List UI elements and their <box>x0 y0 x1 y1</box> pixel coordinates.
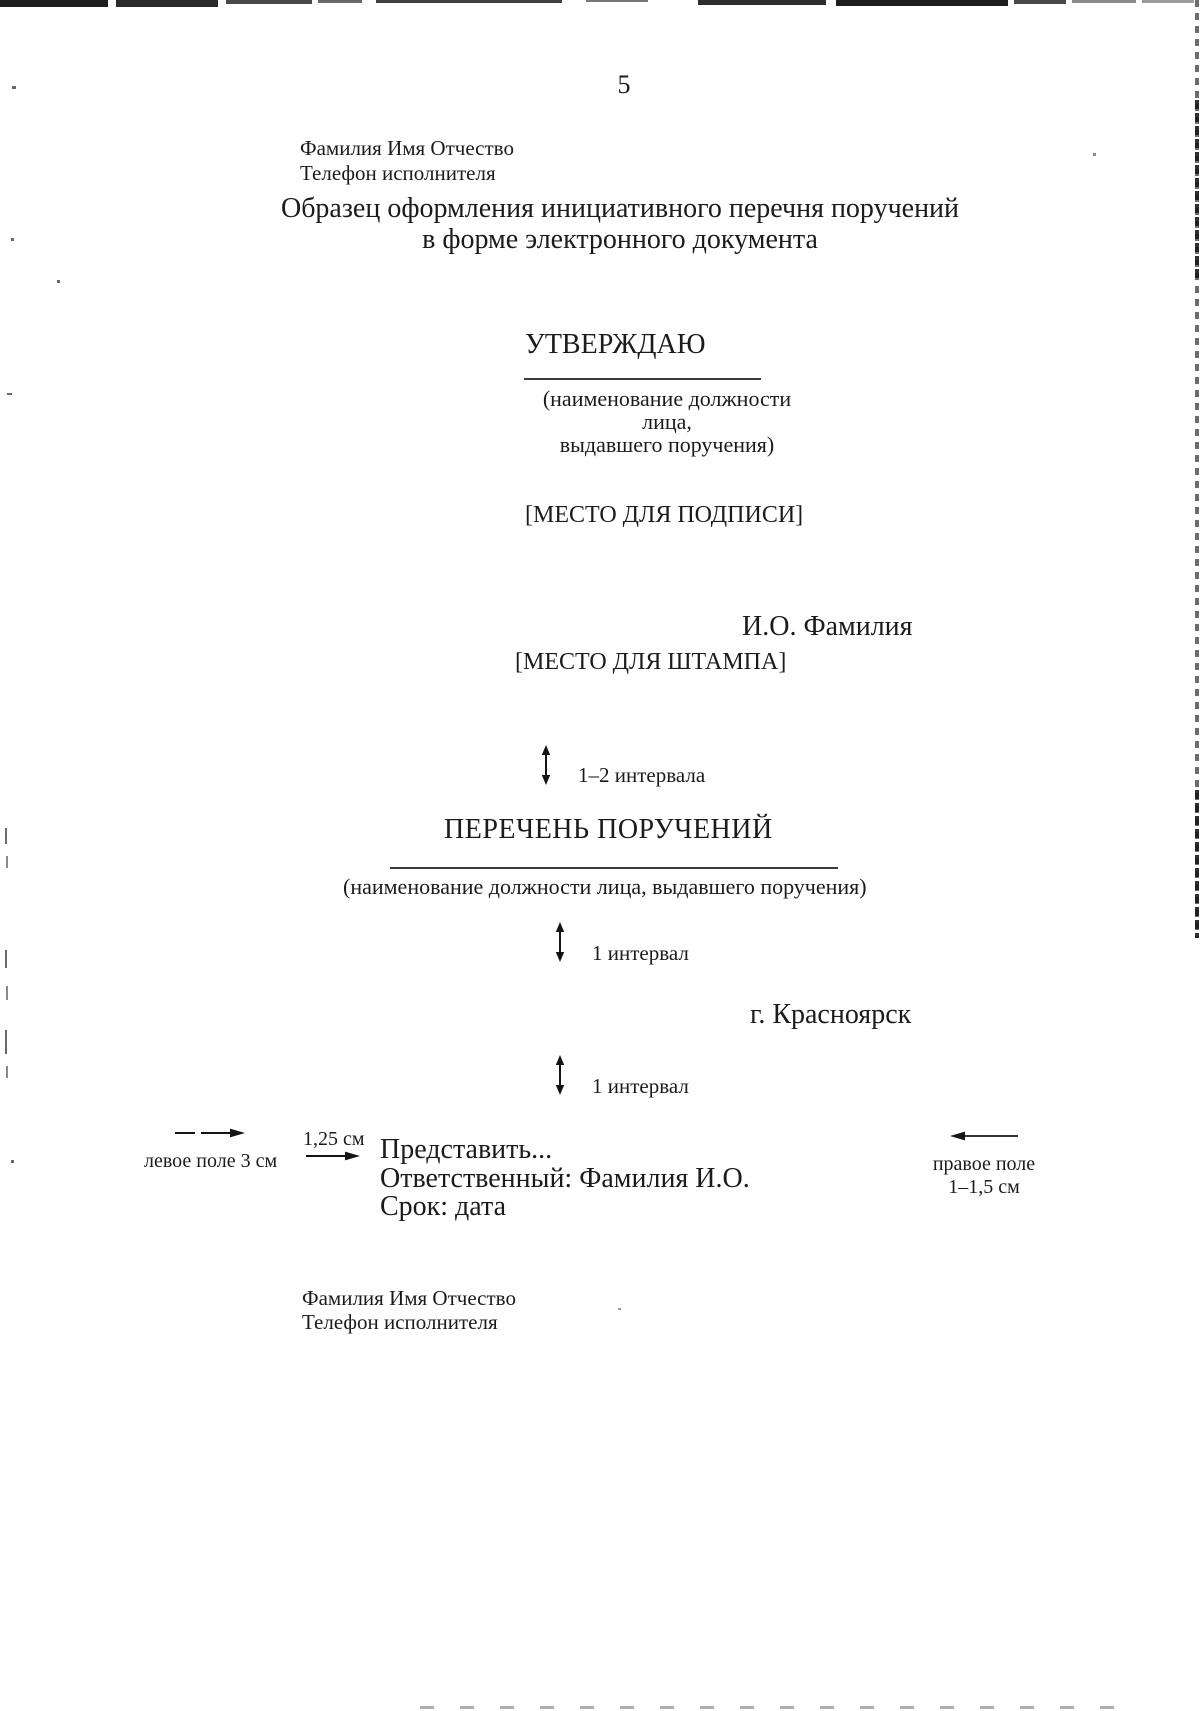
right-margin-arrow-icon <box>950 1131 1018 1141</box>
city-name: г. Красноярск <box>750 999 912 1030</box>
paragraph-indent-label: 1,25 см <box>303 1128 365 1150</box>
orders-list-caption: (наименование должности лица, выдавшего … <box>343 874 867 899</box>
executor-phone: Телефон исполнителя <box>300 161 496 185</box>
order-text-line2: Ответственный: Фамилия И.О. <box>380 1162 750 1194</box>
order-text-block: Представить... Ответственный: Фамилия И.… <box>380 1134 750 1222</box>
scan-artifact-right-edge-dense-2 <box>1195 790 1199 938</box>
approval-caption-line1: (наименование должности лица, <box>542 386 792 434</box>
executor-phone: Телефон исполнителя <box>302 1310 498 1334</box>
executor-block-bottom: Фамилия Имя Отчество Телефон исполнителя <box>302 1286 516 1334</box>
vertical-double-arrow-icon <box>555 1055 565 1095</box>
paragraph-indent-arrow-icon <box>306 1151 360 1161</box>
stamp-placeholder: [МЕСТО ДЛЯ ШТАМПА] <box>515 649 787 675</box>
order-text-line3: Срок: дата <box>380 1191 507 1222</box>
document-title: Образец оформления инициативного перечня… <box>270 193 970 255</box>
right-margin-label: правое поле 1–1,5 см <box>918 1153 1050 1199</box>
left-margin-arrow-icon <box>175 1128 245 1138</box>
spacing-label-1-2: 1–2 интервала <box>578 763 706 787</box>
approval-word: УТВЕРЖДАЮ <box>525 329 706 360</box>
approval-caption-line2: выдавшего поручения) <box>559 432 775 457</box>
left-margin-label: левое поле 3 см <box>144 1150 278 1172</box>
orders-list-title: ПЕРЕЧЕНЬ ПОРУЧЕНИЙ <box>444 814 773 845</box>
vertical-double-arrow-icon <box>555 922 565 962</box>
signer-name: И.О. Фамилия <box>742 611 913 642</box>
approval-signature-line <box>524 378 761 380</box>
scan-artifact-bottom-edge <box>420 1706 1140 1709</box>
scan-artifact-right-edge <box>1195 0 1199 938</box>
approval-position-caption: (наименование должности лица, выдавшего … <box>517 387 817 456</box>
executor-block-top: Фамилия Имя Отчество Телефон исполнителя <box>300 136 514 186</box>
document-title-line1: Образец оформления инициативного перечня… <box>280 193 960 224</box>
executor-name: Фамилия Имя Отчество <box>300 136 514 160</box>
page-number: 5 <box>617 70 631 99</box>
order-text-line1: Представить... <box>380 1134 553 1165</box>
orders-list-underline <box>390 867 838 869</box>
document-title-line2: в форме электронного документа <box>422 224 818 255</box>
signature-placeholder: [МЕСТО ДЛЯ ПОДПИСИ] <box>525 502 804 528</box>
executor-name: Фамилия Имя Отчество <box>302 1286 516 1310</box>
spacing-label-1a: 1 интервал <box>592 941 689 965</box>
spacing-label-1b: 1 интервал <box>592 1074 689 1098</box>
right-margin-label-line2: 1–1,5 см <box>948 1176 1020 1198</box>
right-margin-label-line1: правое поле <box>932 1153 1036 1175</box>
vertical-double-arrow-icon <box>541 745 551 785</box>
scan-artifact-right-edge-dense-1 <box>1195 100 1199 280</box>
